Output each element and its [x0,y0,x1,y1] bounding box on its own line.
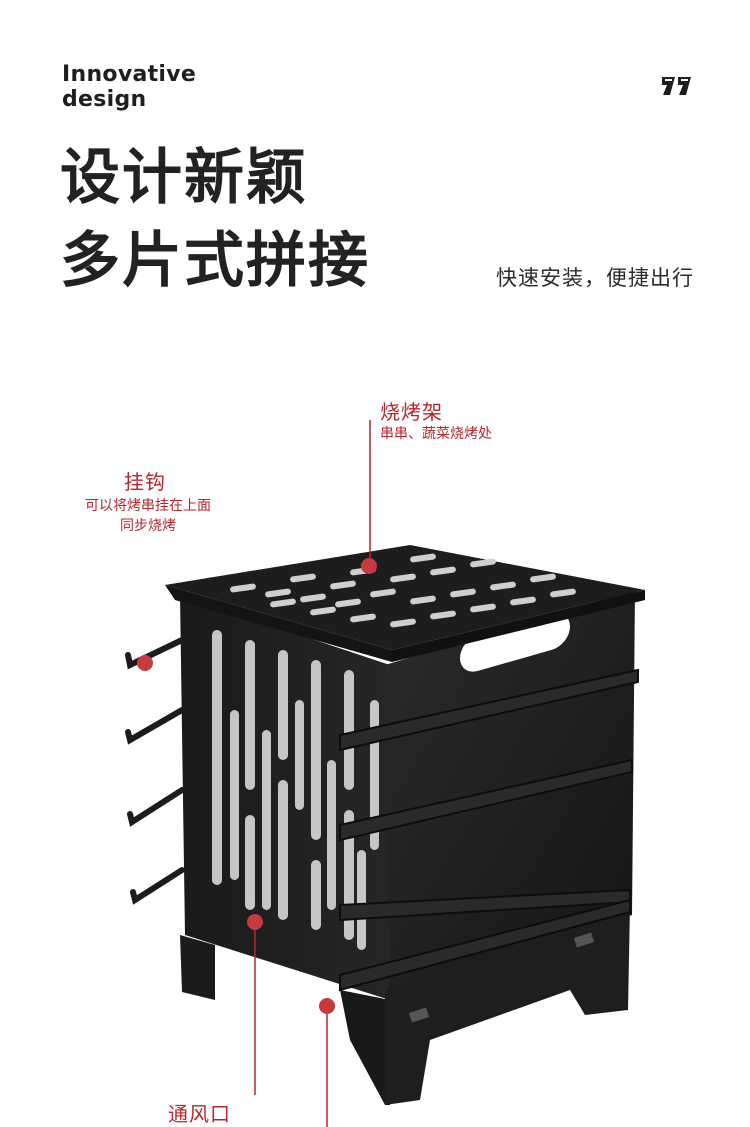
chinese-title-line2: 多片式拼接 [60,226,370,296]
english-title-line2: design [62,87,147,112]
rack-callout-desc: 串串、蔬菜烧烤处 [380,426,492,442]
rack-callout-title: 烧烤架 [380,400,443,424]
hook-callout-desc-line2: 同步烧烤 [120,518,176,534]
stove-illustration [125,420,645,1127]
english-title: Innovative design [62,62,196,112]
hook-marker [137,655,153,671]
vent-marker-2 [319,998,335,1014]
skewer-hooks [125,637,185,905]
vent-marker [247,914,263,930]
chinese-title-line1: 设计新颖 [60,143,308,213]
rack-marker [361,558,377,574]
hook-callout-desc-line1: 可以将烤串挂在上面 [85,498,211,514]
english-title-line1: Innovative [62,62,197,87]
side-panel [339,590,639,1105]
vent-callout-title: 通风口 [168,1102,231,1126]
front-vent-panel [180,595,390,1105]
quote-mark-icon [662,77,691,95]
hook-callout-desc: 可以将烤串挂在上面 同步烧烤 [56,496,240,536]
hook-callout-title: 挂钩 [124,470,166,494]
subtitle: 快速安装，便捷出行 [496,266,694,290]
